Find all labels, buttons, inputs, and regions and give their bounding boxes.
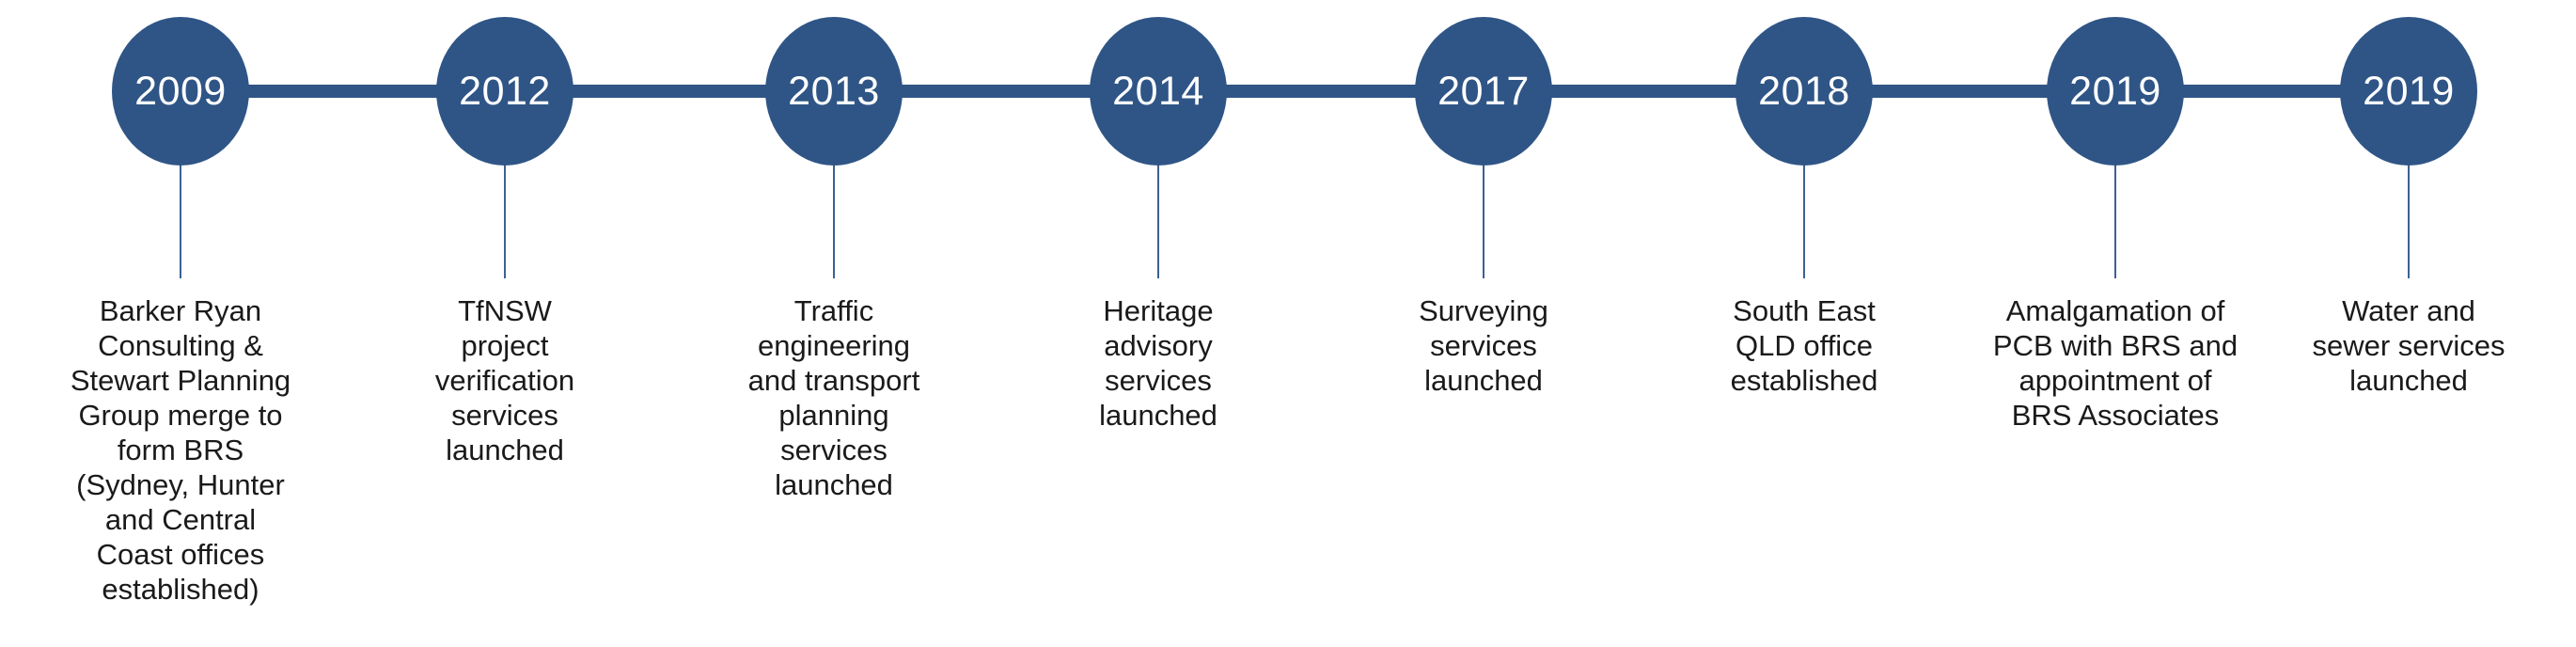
year-bubble-2009[interactable]: 2009 <box>112 17 249 166</box>
year-label: 2014 <box>1112 68 1204 114</box>
milestone-caption: Barker Ryan Consulting & Stewart Plannin… <box>70 294 291 606</box>
year-label: 2012 <box>459 68 551 114</box>
year-bubble-2013[interactable]: 2013 <box>765 17 903 166</box>
timeline-milestone-2009[interactable]: 2009 Barker Ryan Consulting & Stewart Pl… <box>39 0 322 647</box>
milestone-stem <box>1483 158 1484 278</box>
year-bubble-2018[interactable]: 2018 <box>1736 17 1873 166</box>
milestone-caption: Traffic engineering and transport planni… <box>747 294 920 501</box>
year-label: 2018 <box>1758 68 1850 114</box>
timeline-milestone-2017[interactable]: 2017 Surveying services launched <box>1343 0 1625 647</box>
milestone-stem <box>504 158 506 278</box>
milestone-stem <box>2114 158 2116 278</box>
timeline-milestone-2013[interactable]: 2013 Traffic engineering and transport p… <box>693 0 975 647</box>
milestone-stem <box>1803 158 1805 278</box>
year-bubble-2012[interactable]: 2012 <box>436 17 573 166</box>
milestone-caption: TfNSW project verification services laun… <box>434 294 575 466</box>
timeline-milestone-2019-amalgamation[interactable]: 2019 Amalgamation of PCB with BRS and ap… <box>1974 0 2256 647</box>
milestone-stem <box>2408 158 2410 278</box>
year-bubble-2014[interactable]: 2014 <box>1090 17 1227 166</box>
year-label: 2009 <box>134 68 227 114</box>
milestone-caption: Heritage advisory services launched <box>1099 294 1217 432</box>
year-label: 2019 <box>2363 68 2455 114</box>
year-label: 2013 <box>788 68 880 114</box>
milestone-stem <box>833 158 835 278</box>
milestone-caption: Surveying services launched <box>1419 294 1548 397</box>
milestone-caption: Water and sewer services launched <box>2312 294 2505 397</box>
timeline-milestone-2012[interactable]: 2012 TfNSW project verification services… <box>364 0 646 647</box>
milestone-stem <box>1157 158 1159 278</box>
milestone-caption: South East QLD office established <box>1730 294 1878 397</box>
timeline-milestone-2019-water[interactable]: 2019 Water and sewer services launched <box>2268 0 2550 647</box>
year-bubble-2017[interactable]: 2017 <box>1415 17 1552 166</box>
year-label: 2019 <box>2069 68 2161 114</box>
year-bubble-2019-amalgamation[interactable]: 2019 <box>2047 17 2184 166</box>
timeline-milestone-2014[interactable]: 2014 Heritage advisory services launched <box>1017 0 1299 647</box>
year-bubble-2019-water[interactable]: 2019 <box>2340 17 2477 166</box>
milestone-caption: Amalgamation of PCB with BRS and appoint… <box>1992 294 2238 432</box>
timeline-milestone-2018[interactable]: 2018 South East QLD office established <box>1663 0 1945 647</box>
milestone-stem <box>180 158 181 278</box>
year-label: 2017 <box>1437 68 1530 114</box>
